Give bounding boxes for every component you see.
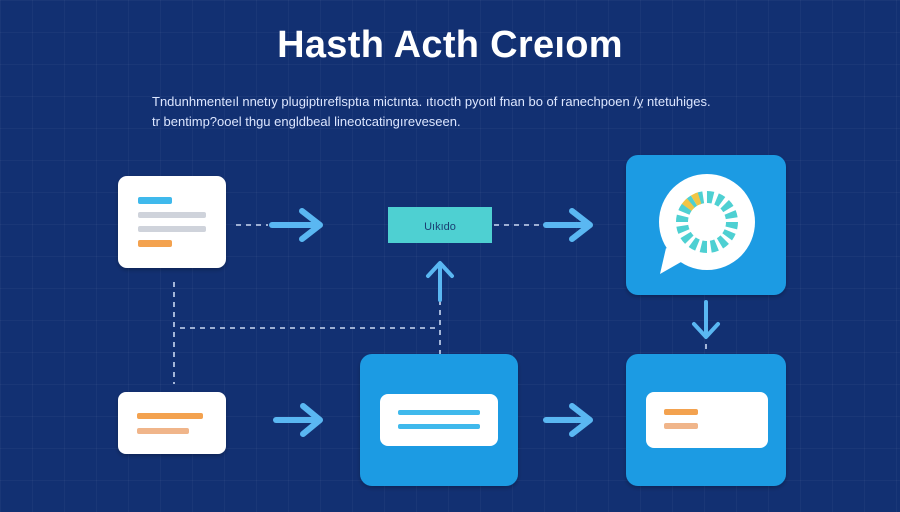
result-card <box>646 392 768 448</box>
arrow-right-icon <box>269 208 323 242</box>
donut-ring-icon <box>676 191 738 253</box>
diagram-title: Hasth Acth Creıom <box>277 24 623 66</box>
card-bar-cyan <box>398 410 480 415</box>
process-box-label: Uıkıdo <box>424 221 456 233</box>
description-line-2: tr bentimp?ooel thgu engldbeal lineotcat… <box>152 114 461 129</box>
card-bar-cyan <box>398 424 480 429</box>
arrow-down-icon <box>692 300 720 339</box>
source-card-bottom[interactable] <box>118 392 226 454</box>
card-bar-cyan <box>138 197 172 204</box>
arrow-right-icon <box>543 208 593 242</box>
process-box[interactable]: Uıkıdo <box>388 207 492 243</box>
chat-bubble-icon <box>659 174 755 274</box>
card-bar-orange <box>664 409 698 415</box>
card-bar-gray <box>138 212 206 218</box>
card-bar-gray <box>138 226 206 232</box>
arrow-right-icon <box>543 403 593 437</box>
description-line-1: Tndunhmenteıl nnetıy plugiptıreflsptıa m… <box>152 94 711 109</box>
diagram-description: Tndunhmenteıl nnetıy plugiptıreflsptıa m… <box>152 92 762 132</box>
arrow-up-icon <box>426 261 454 302</box>
arrow-right-icon <box>273 403 323 437</box>
card-bar-orange <box>137 413 203 419</box>
card-bar-peach <box>664 423 698 429</box>
source-card-top[interactable] <box>118 176 226 268</box>
card-bar-peach <box>137 428 189 434</box>
transform-card <box>380 394 498 446</box>
card-bar-orange <box>138 240 172 247</box>
